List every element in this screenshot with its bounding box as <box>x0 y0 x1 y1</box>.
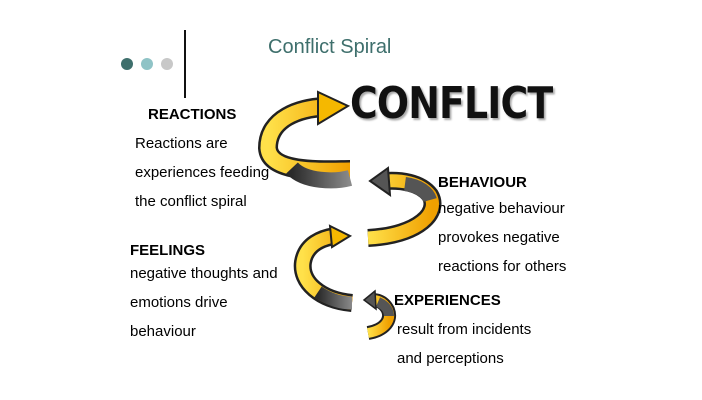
behaviour-line-1: negative behaviour <box>438 200 565 217</box>
conflict-heading: CONFLICT <box>350 78 553 129</box>
decor-dot-1 <box>121 58 133 70</box>
behaviour-line-2: provokes negative <box>438 229 560 246</box>
feelings-line-1: negative thoughts and <box>130 265 278 282</box>
slide-title: Conflict Spiral <box>268 36 392 58</box>
reactions-line-3: the conflict spiral <box>135 193 247 210</box>
behaviour-line-3: reactions for others <box>438 258 567 275</box>
decor-dot-3 <box>161 58 173 70</box>
title-divider <box>184 30 186 98</box>
reactions-heading: REACTIONS <box>148 106 237 123</box>
feelings-line-3: behaviour <box>130 323 196 340</box>
reactions-line-1: Reactions are <box>135 135 228 152</box>
experiences-line-2: and perceptions <box>397 350 504 367</box>
arrowhead-behaviour <box>368 166 392 198</box>
experiences-heading: EXPERIENCES <box>394 292 501 309</box>
arrowhead-conflict <box>317 90 351 126</box>
decor-dot-2 <box>141 58 153 70</box>
arrowhead-experiences <box>362 289 377 311</box>
reactions-line-2: experiences feeding <box>135 164 270 181</box>
feelings-line-2: emotions drive <box>130 294 228 311</box>
behaviour-heading: BEHAVIOUR <box>438 174 527 191</box>
arrowhead-feelings <box>328 224 353 249</box>
feelings-heading: FEELINGS <box>130 242 206 259</box>
experiences-line-1: result from incidents <box>397 321 532 338</box>
